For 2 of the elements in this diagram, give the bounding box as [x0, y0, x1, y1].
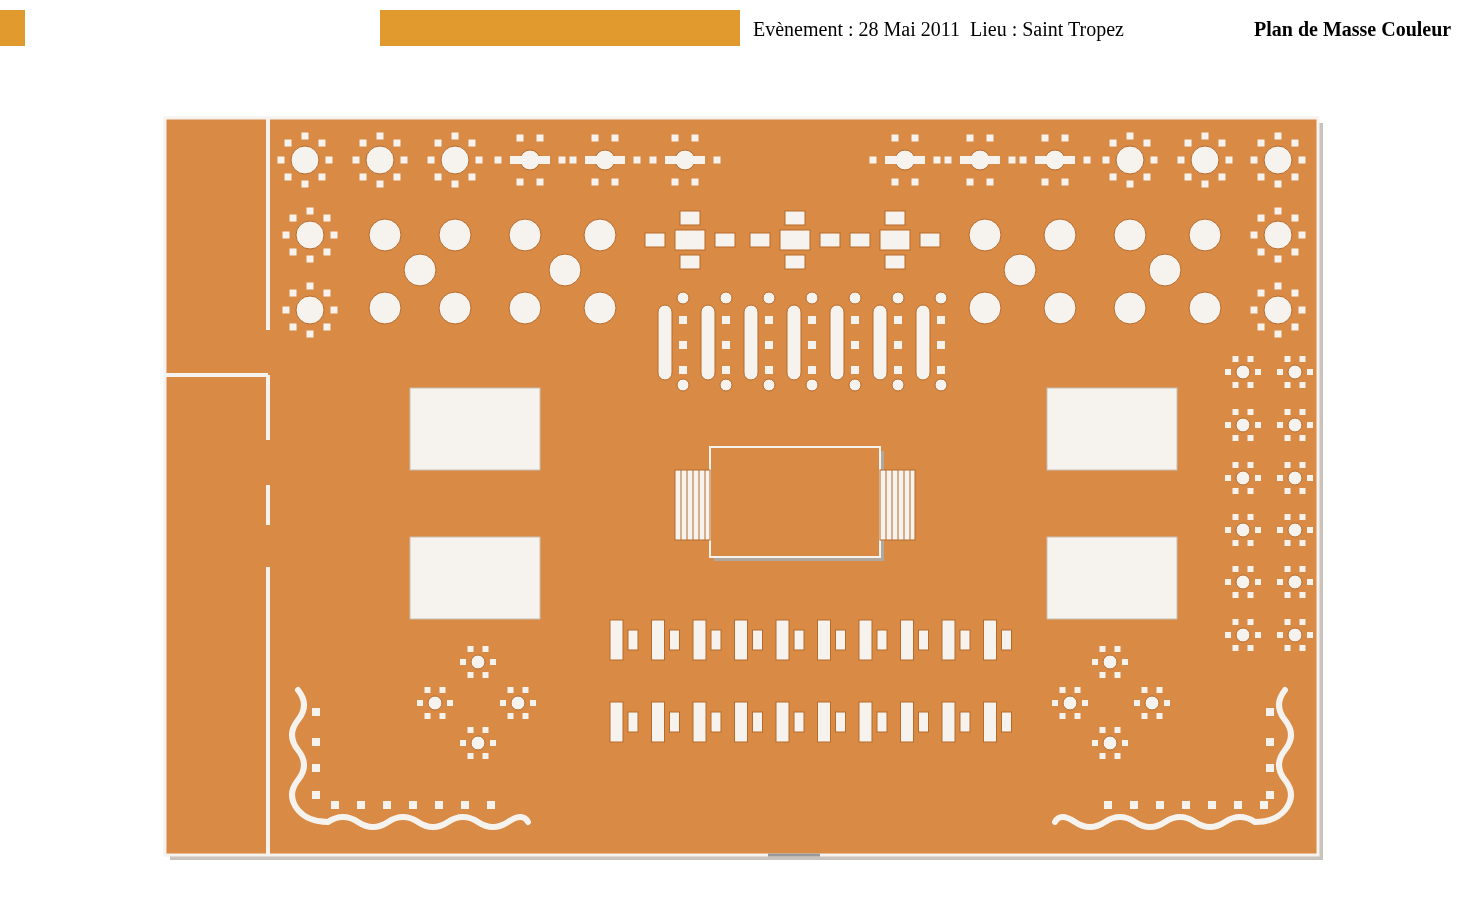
event-info: Evènement : 28 Mai 2011 Lieu : Saint Tropez [753, 18, 1124, 41]
title: Plan de Masse Couleur [1254, 18, 1452, 41]
